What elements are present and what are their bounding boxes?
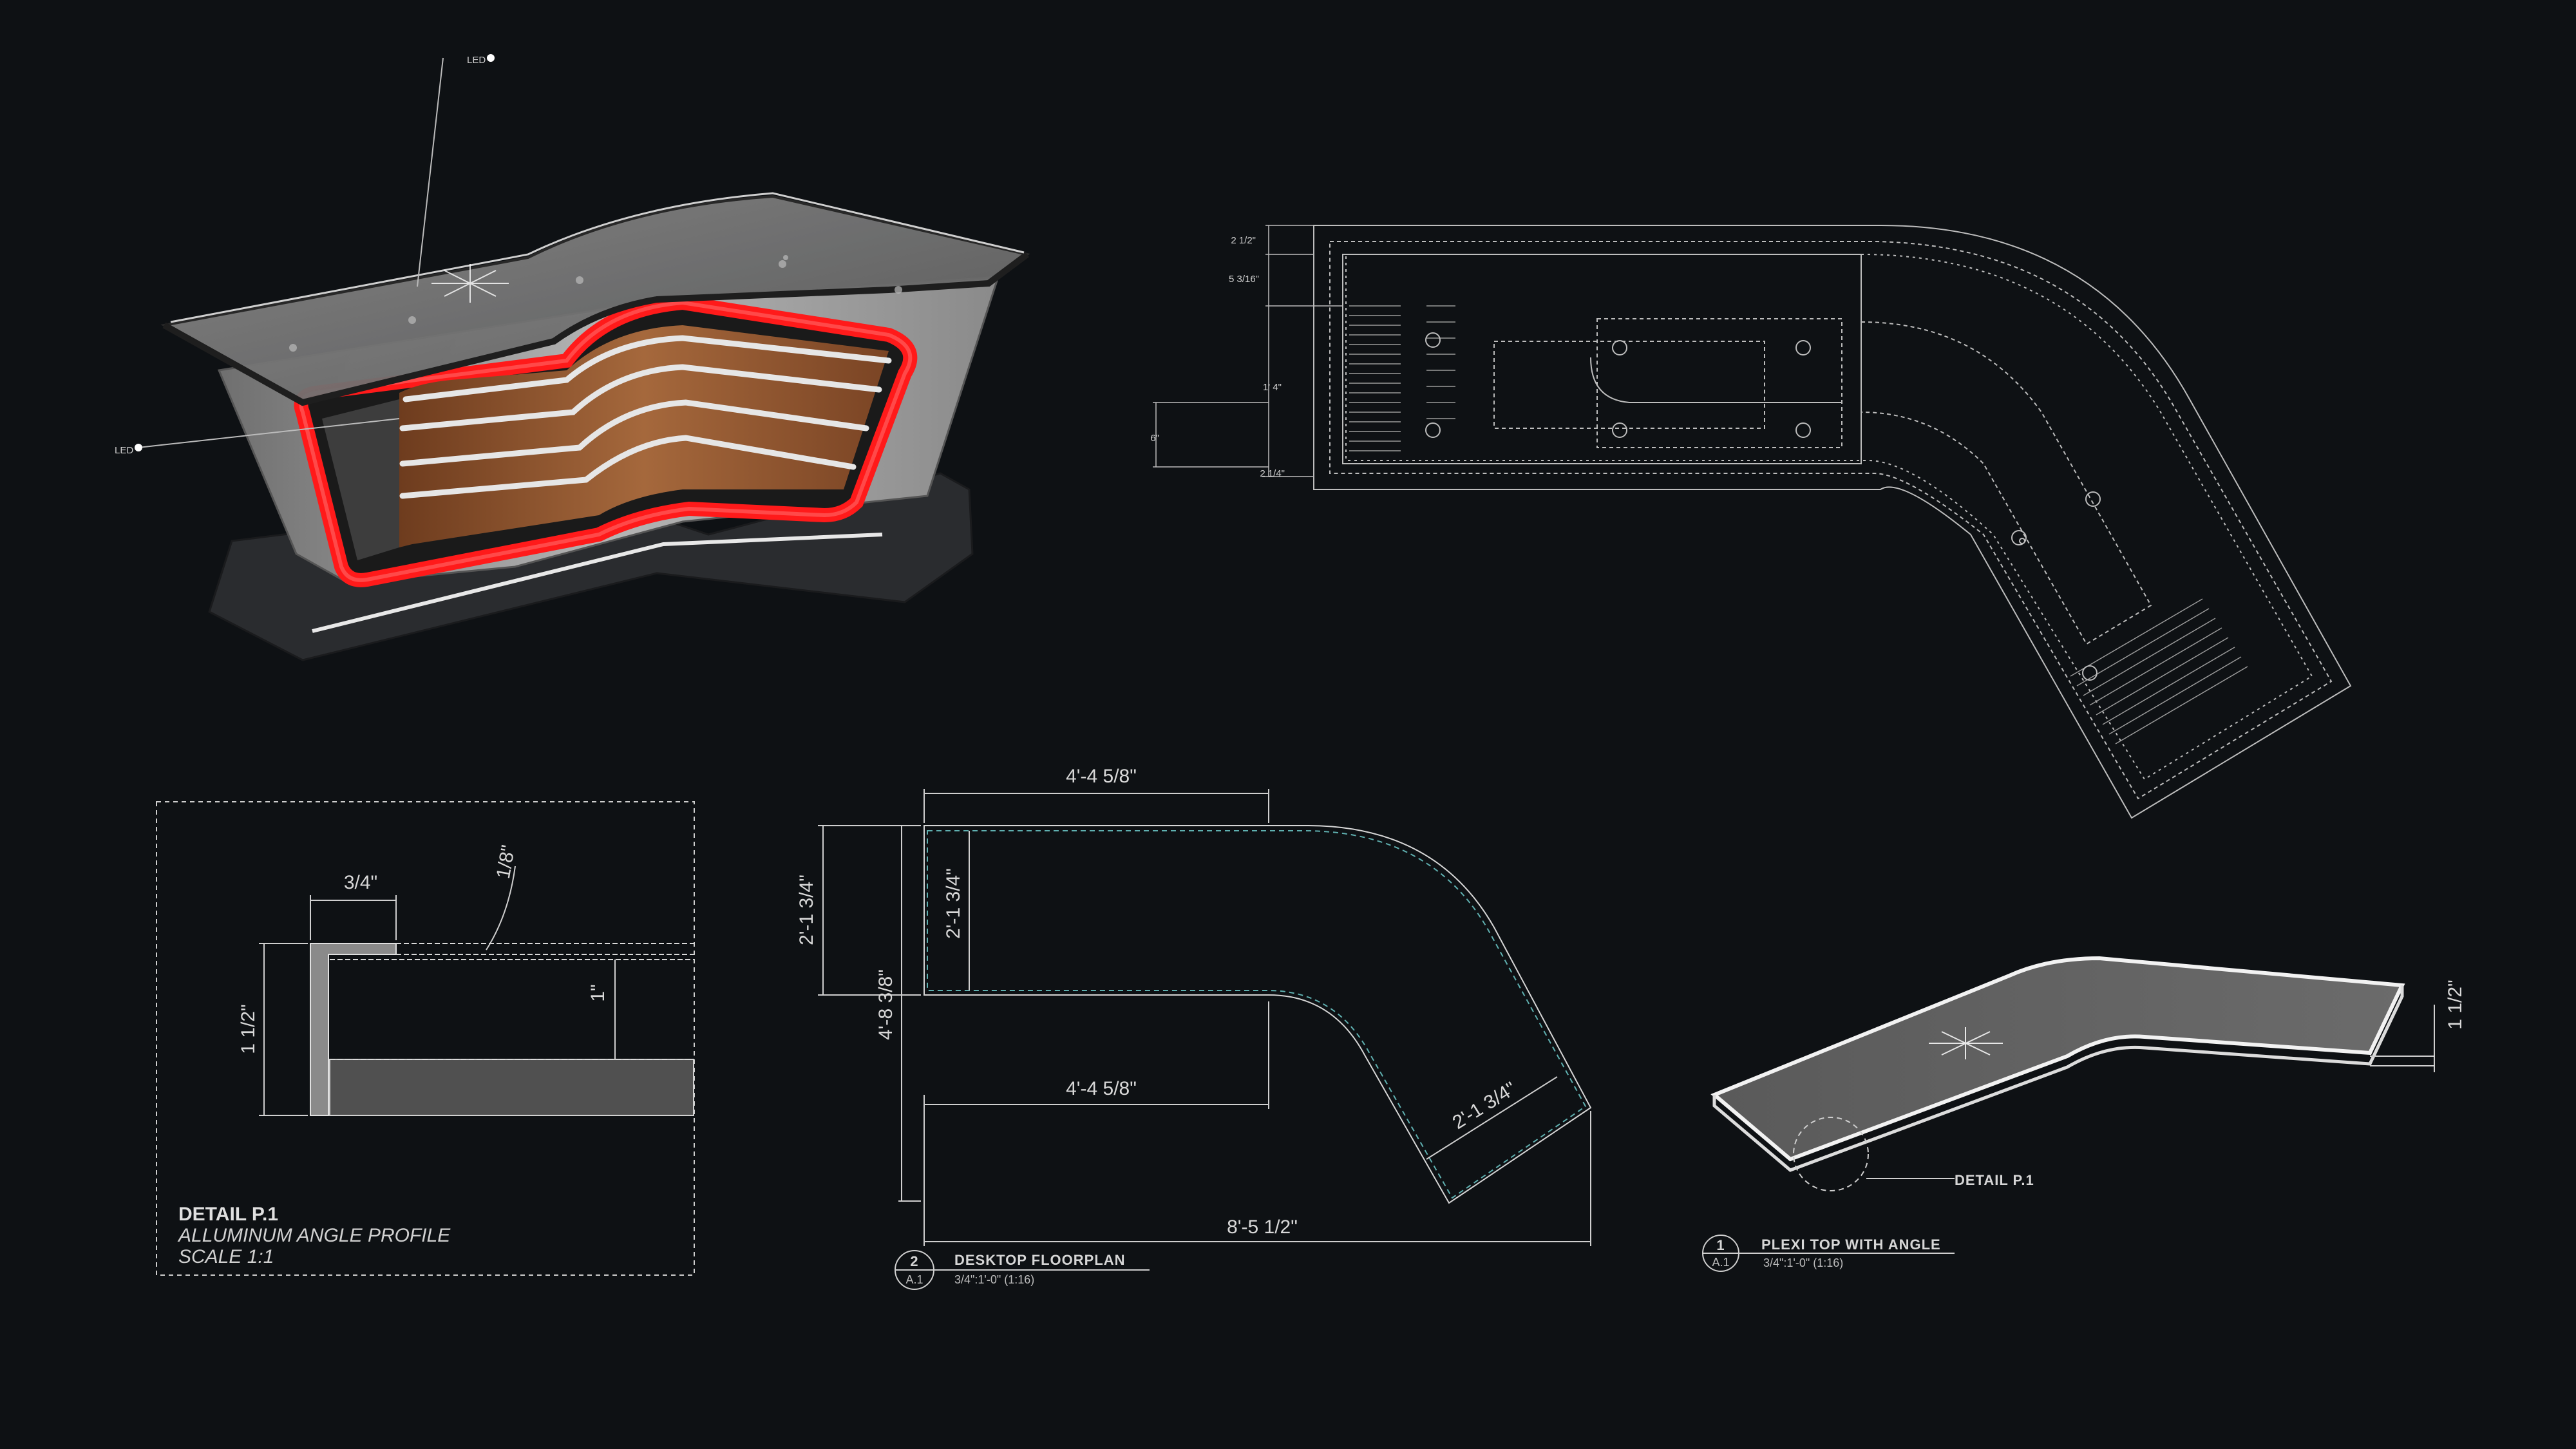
plexi-sparkle-icon bbox=[1929, 1027, 2003, 1059]
floorplan-dim-total-depth: 4'-8 3/8" bbox=[875, 969, 896, 1040]
floorplan-label-number: 2 bbox=[910, 1253, 918, 1269]
plan-radius-cut bbox=[1590, 357, 1842, 403]
plexi-label: 1 A.1 PLEXI TOP WITH ANGLE 3/4":1'-0" (1… bbox=[1702, 1235, 1955, 1272]
detail-dim-thickness: 1/8" bbox=[493, 844, 520, 880]
plan-outer-outline bbox=[1313, 225, 2352, 819]
plan-cutout-2 bbox=[1596, 318, 1842, 448]
desk-top-edge bbox=[162, 252, 1029, 406]
led-strip-glow bbox=[299, 300, 913, 582]
plan-dim-1: 2 1/2" bbox=[1231, 235, 1256, 246]
plan-dimensions bbox=[1153, 225, 1343, 477]
floorplan-dim-middle: 4'-4 5/8" bbox=[1066, 1078, 1137, 1099]
floorplan-dim-total-width: 8'-5 1/2" bbox=[1227, 1217, 1298, 1238]
plexi-detail-callout: DETAIL P.1 bbox=[1955, 1172, 2034, 1188]
wood-shelving bbox=[399, 325, 889, 547]
plexi-top-view: DETAIL P.1 1 1/2" 1 A.1 PLEXI TOP WITH A… bbox=[1702, 956, 2466, 1272]
plexi-edge bbox=[1712, 985, 2404, 1172]
led-callout-top: LED bbox=[417, 54, 495, 287]
plexi-top-shape bbox=[1710, 956, 2405, 1162]
detail-dim-width: 3/4" bbox=[344, 872, 377, 893]
plan-center-arc bbox=[1861, 321, 2152, 645]
floorplan-dim-depth-outer: 2'-1 3/4" bbox=[796, 875, 817, 945]
floorplan-outline bbox=[923, 825, 1592, 1204]
led-callout-top-label: LED bbox=[467, 55, 486, 66]
detail-dim-inner: 1" bbox=[587, 984, 609, 1001]
led-marker-icon bbox=[487, 54, 495, 62]
plan-cutout bbox=[1493, 341, 1765, 429]
led-marker-icon bbox=[135, 444, 142, 451]
led-callout-left: LED bbox=[115, 418, 400, 456]
plexi-dim-thickness: 1 1/2" bbox=[2445, 980, 2466, 1029]
desk-base-strip bbox=[312, 533, 883, 633]
top-fixings bbox=[289, 255, 902, 352]
plexi-label-number: 1 bbox=[1716, 1237, 1725, 1253]
detail-hidden-lines bbox=[330, 943, 694, 1060]
plexi-label-sheet: A.1 bbox=[1712, 1256, 1729, 1269]
detail-dims bbox=[259, 866, 616, 1116]
plan-dim-labels: 2 1/2" 5 3/16" 1' 4" 6" 2 1/4" bbox=[1150, 235, 1285, 479]
plexi-dims bbox=[2370, 1005, 2435, 1072]
plan-dim-2: 5 3/16" bbox=[1229, 274, 1259, 285]
floorplan-label-scale: 3/4":1'-0" (1:16) bbox=[954, 1273, 1034, 1286]
detail-subtitle: ALLUMINUM ANGLE PROFILE bbox=[177, 1225, 451, 1246]
plan-view-drawing: 2 1/2" 5 3/16" 1' 4" 6" 2 1/4" bbox=[1150, 225, 2352, 819]
plan-dim-5: 2 1/4" bbox=[1260, 468, 1285, 479]
floorplan-dim-top: 4'-4 5/8" bbox=[1066, 766, 1137, 787]
plan-inner-outline bbox=[1329, 241, 2333, 800]
iso-desk-render: LED LED bbox=[115, 54, 1030, 661]
detail-scale: SCALE 1:1 bbox=[178, 1246, 274, 1267]
detail-p1-box: 3/4" 1/8" 1 1/2" 1" DETAIL P.1 ALLUMINUM… bbox=[156, 801, 695, 1276]
plan-dim-3: 1' 4" bbox=[1263, 382, 1282, 393]
plan-inner-outline-2 bbox=[1345, 254, 2313, 781]
plan-hatch-left bbox=[1349, 305, 1455, 451]
top-sparkle-icon bbox=[431, 264, 509, 303]
desk-inner-wall bbox=[322, 399, 399, 560]
floorplan-plexi-outline bbox=[927, 830, 1587, 1199]
plan-dim-4: 6" bbox=[1150, 433, 1159, 444]
floorplan-dim-depth-inner: 2'-1 3/4" bbox=[943, 868, 964, 939]
desktop-floorplan: 4'-4 5/8" 2'-1 3/4" 2'-1 3/4" 4'-8 3/8" … bbox=[796, 766, 1592, 1290]
detail-callout-circle bbox=[1793, 1117, 1869, 1191]
detail-title: DETAIL P.1 bbox=[178, 1204, 278, 1225]
plan-hatch-right bbox=[2070, 598, 2248, 744]
plexi-label-title: PLEXI TOP WITH ANGLE bbox=[1761, 1236, 1941, 1253]
floorplan-dims bbox=[818, 789, 1591, 1246]
floorplan-label-title: DESKTOP FLOORPLAN bbox=[954, 1252, 1126, 1268]
shelf-lines bbox=[399, 335, 892, 499]
detail-dim-height: 1 1/2" bbox=[238, 1004, 259, 1054]
floorplan-label: 2 A.1 DESKTOP FLOORPLAN 3/4":1'-0" (1:16… bbox=[895, 1250, 1150, 1290]
floorplan-label-sheet: A.1 bbox=[905, 1273, 923, 1286]
plan-panel bbox=[1342, 254, 1862, 464]
plexi-section bbox=[329, 1059, 694, 1116]
plexi-label-scale: 3/4":1'-0" (1:16) bbox=[1763, 1256, 1843, 1269]
detail-p1-frame bbox=[156, 801, 695, 1276]
floorplan-dim-angled: 2'-1 3/4" bbox=[1449, 1078, 1520, 1133]
desk-top-highlight bbox=[170, 192, 1025, 323]
led-callout-left-label: LED bbox=[115, 445, 133, 456]
plan-fixings bbox=[1425, 332, 2101, 681]
